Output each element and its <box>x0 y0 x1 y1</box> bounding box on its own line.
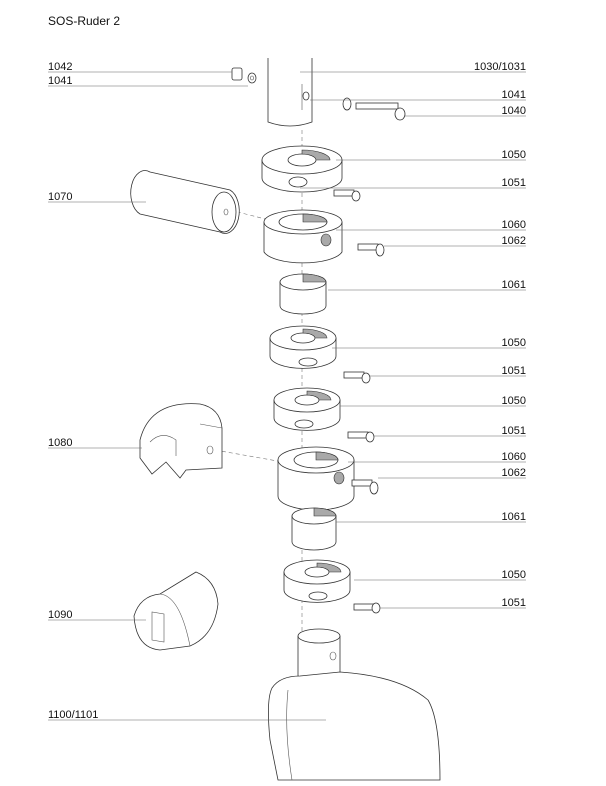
part-collar-1050b <box>269 325 337 369</box>
label-1062-b: 1062 <box>502 467 526 479</box>
part-screw-1051a <box>333 189 361 202</box>
label-1100-1101: 1100/1101 <box>48 709 98 721</box>
part-cap-1090 <box>133 571 219 651</box>
label-1061-b: 1061 <box>502 511 526 523</box>
part-lower-stem <box>297 628 341 682</box>
label-1051-b: 1051 <box>502 365 526 377</box>
page-title: SOS-Ruder 2 <box>48 14 121 28</box>
part-collar-1050d <box>283 559 351 603</box>
part-sleeve-1061b <box>291 507 337 551</box>
label-1050-c: 1050 <box>502 395 526 407</box>
label-1050-b: 1050 <box>502 337 526 349</box>
part-bolt-1040 <box>342 97 406 121</box>
label-1090: 1090 <box>48 609 72 621</box>
label-1060-a: 1060 <box>502 219 526 231</box>
label-1042: 1042 <box>48 61 72 73</box>
label-1051-a: 1051 <box>502 177 526 189</box>
label-1070: 1070 <box>48 191 72 203</box>
label-1050-d: 1050 <box>502 569 526 581</box>
part-screw-1062a <box>357 243 385 257</box>
part-screw-1051b <box>343 371 371 384</box>
label-1051-c: 1051 <box>502 425 526 437</box>
part-collar-1050c <box>273 387 341 431</box>
label-1030-1031: 1030/1031 <box>474 61 526 73</box>
part-nut-1042 <box>231 67 257 84</box>
label-1050-a: 1050 <box>502 149 526 161</box>
part-rudder-blade <box>268 671 441 781</box>
label-1061-a: 1061 <box>502 279 526 291</box>
label-1080: 1080 <box>48 437 72 449</box>
part-cylinder-1070 <box>130 170 240 234</box>
label-1040: 1040 <box>502 105 526 117</box>
label-1062-a: 1062 <box>502 235 526 247</box>
label-1060-b: 1060 <box>502 451 526 463</box>
part-upper-shaft <box>267 58 313 127</box>
part-collar-1060b <box>277 446 355 511</box>
part-screw-1051d <box>353 602 381 614</box>
leader-lines <box>48 71 526 721</box>
label-1041-right: 1041 <box>502 89 526 101</box>
part-screw-1062b <box>351 479 379 495</box>
part-sleeve-1061a <box>279 273 327 315</box>
label-1051-d: 1051 <box>502 597 526 609</box>
part-block-1080 <box>139 403 223 479</box>
label-1041-left: 1041 <box>48 75 72 87</box>
part-collar-1060a <box>263 209 343 264</box>
part-screw-1051c <box>347 431 375 443</box>
part-collar-1050a <box>261 145 343 193</box>
